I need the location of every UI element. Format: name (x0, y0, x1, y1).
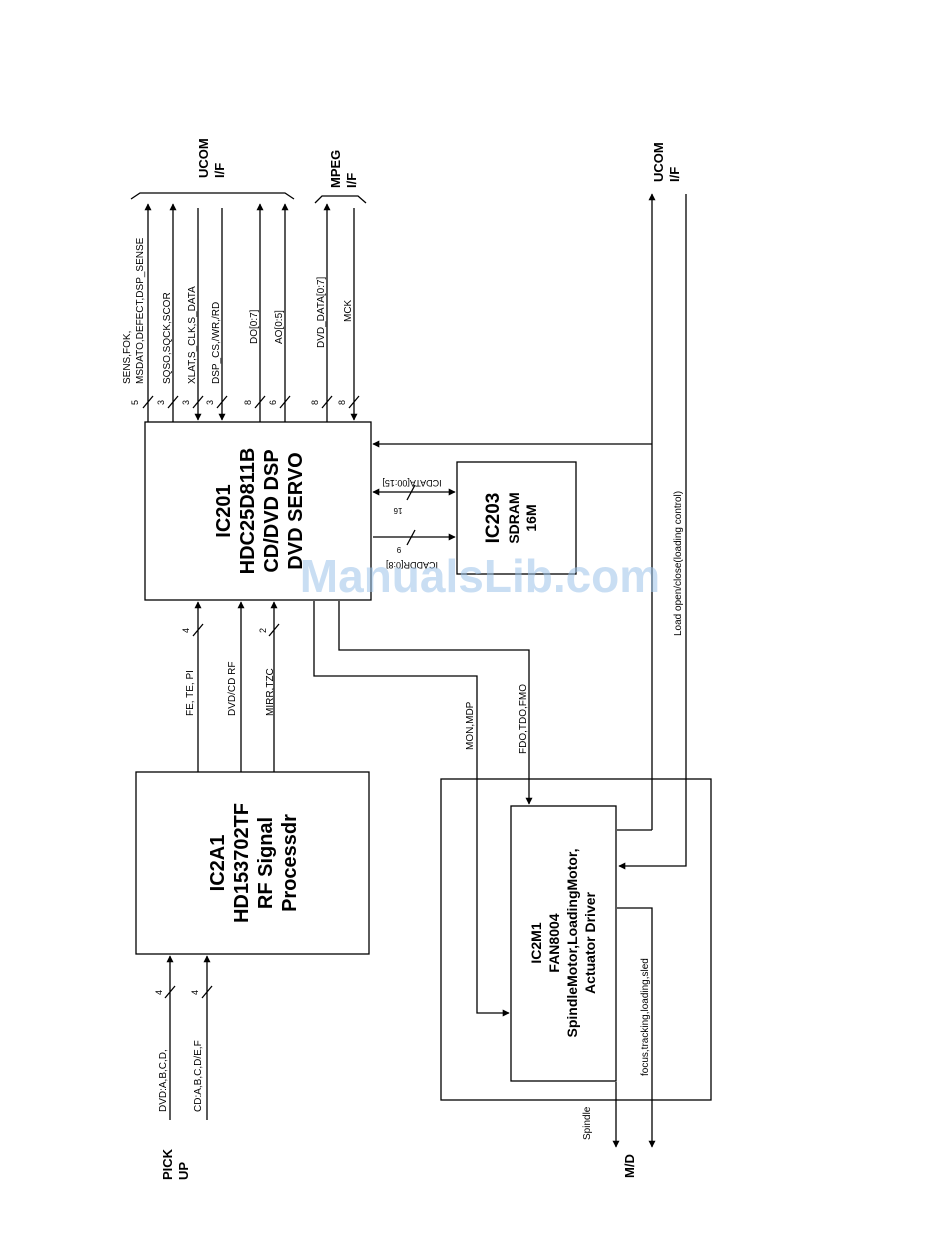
svg-text:RF Signal: RF Signal (255, 817, 277, 909)
mirr-tzc-label: MIRR,TZC (265, 668, 276, 716)
slash (406, 529, 416, 546)
sqso-label: SQSO,SQCK,SCOR (162, 292, 173, 384)
md-label: M/D (622, 1154, 637, 1178)
svg-text:IC201: IC201 (213, 484, 235, 537)
svg-text:16M: 16M (523, 504, 539, 531)
ic2a1-label: IC2A1 HD153702TF RF Signal Processdr (207, 803, 301, 923)
do-label: DO[0:7] (249, 309, 260, 344)
svg-text:Actuator Driver: Actuator Driver (582, 891, 598, 993)
dvd-abcd-label: DVD:A,B,C,D, (158, 1049, 169, 1112)
ucom-top-label: UCOM I/F (196, 138, 227, 178)
icdata-width: 16 (393, 506, 402, 515)
slash (321, 395, 333, 409)
icdata-label: ICDATA[00:15] (382, 478, 441, 488)
svg-text:HD153702TF: HD153702TF (231, 803, 253, 923)
load-label: Load open/close(loading control) (673, 491, 684, 636)
ic201-label: IC201 HDC25D811B CD/DVD DSP DVD SERVO (213, 448, 307, 575)
svg-text:I/F: I/F (344, 173, 359, 188)
slash (268, 623, 280, 637)
slash (254, 395, 266, 409)
dvd-abcd-width: 4 (154, 990, 164, 995)
do-width: 8 (243, 400, 253, 405)
svg-text:DVD SERVO: DVD SERVO (285, 452, 307, 569)
mpeg-brace (314, 195, 367, 204)
dspcs-label: DSP_CS,/WR,/RD (211, 302, 222, 384)
svg-text:PICK: PICK (160, 1148, 175, 1180)
mpeg-label: MPEG I/F (328, 150, 359, 188)
ic203-block (456, 461, 577, 575)
xlat-width: 3 (181, 400, 191, 405)
ic201-block (144, 421, 372, 601)
mon-mdp-label: MON,MDP (465, 701, 476, 750)
sens-label: SENS,FOK, MSDATO,DEFECT,DSP_SENSE (122, 237, 146, 384)
ao-width: 6 (268, 400, 278, 405)
svg-text:SpindleMotor,LoadingMotor,: SpindleMotor,LoadingMotor, (564, 849, 580, 1038)
cd-abcdef-width: 4 (190, 990, 200, 995)
svg-text:UP: UP (176, 1162, 191, 1180)
svg-text:I/F: I/F (212, 163, 227, 178)
ic2m1-block (510, 805, 617, 1082)
svg-text:HDC25D811B: HDC25D811B (237, 448, 259, 575)
pickup-label: PICK UP (160, 1148, 191, 1180)
slash (201, 985, 213, 999)
slash (279, 395, 291, 409)
slash (192, 623, 204, 637)
svg-text:MSDATO,DEFECT,DSP_SENSE: MSDATO,DEFECT,DSP_SENSE (135, 237, 146, 384)
mirr-tzc-width: 2 (258, 628, 268, 633)
dvd-cd-rf-label: DVD/CD RF (227, 662, 238, 716)
motor-driver-frame (440, 778, 712, 1101)
svg-text:UCOM: UCOM (651, 142, 666, 182)
svg-text:UCOM: UCOM (196, 138, 211, 178)
slash (348, 395, 360, 409)
focus-label: focus,tracking,loading,sled (640, 958, 651, 1076)
mck-label: MCK (343, 299, 354, 322)
mck-width: 8 (337, 400, 347, 405)
ic2m1-label: IC2M1 FAN8004 SpindleMotor,LoadingMotor,… (528, 849, 598, 1038)
fdo-line (338, 601, 533, 805)
dvd-data-width: 8 (310, 400, 320, 405)
watermark: ManualsLib.com (300, 550, 660, 602)
fe-te-pi-label: FE, TE, PI (185, 670, 196, 716)
slash (406, 484, 416, 501)
slash (192, 395, 204, 409)
svg-text:Processdr: Processdr (279, 814, 301, 912)
ao-label: AO[0:5] (274, 310, 285, 344)
load-control-line (618, 194, 687, 870)
svg-text:SENS,FOK,: SENS,FOK, (122, 331, 133, 384)
sqso-width: 3 (156, 400, 166, 405)
spindle-label: Spindle (582, 1106, 593, 1140)
focus-line (617, 907, 656, 1148)
ucom-top-brace (130, 192, 295, 200)
slash (216, 395, 228, 409)
ic2a1-block (135, 771, 370, 955)
dvd-data-label: DVD_DATA[0:7] (316, 276, 327, 348)
slash (167, 395, 179, 409)
svg-text:MPEG: MPEG (328, 150, 343, 188)
svg-text:I/F: I/F (667, 167, 682, 182)
ic203-label: IC203 SDRAM 16M (483, 492, 539, 543)
fe-te-pi-width: 4 (181, 628, 191, 633)
slash (164, 985, 176, 999)
svg-text:SDRAM: SDRAM (506, 492, 522, 543)
svg-text:IC203: IC203 (483, 493, 504, 544)
svg-text:FAN8004: FAN8004 (546, 913, 562, 972)
slash (142, 395, 154, 409)
dspcs-width: 3 (205, 400, 215, 405)
fdo-label: FDO,TDO,FMO (518, 684, 529, 754)
mon-mdp-line (313, 601, 510, 1017)
icaddr-label: ICADDR[0:8] (386, 560, 438, 570)
svg-text:IC2A1: IC2A1 (207, 835, 229, 892)
ucom-right-label: UCOM I/F (651, 142, 682, 182)
svg-text:CD/DVD DSP: CD/DVD DSP (261, 449, 283, 572)
cd-abcdef-label: CD:A,B,C,D/E,F (193, 1040, 204, 1112)
xlat-label: XLAT,S_CLK,S_DATA (187, 286, 198, 384)
svg-text:IC2M1: IC2M1 (528, 922, 544, 963)
icaddr-width: 9 (396, 545, 401, 554)
sens-width: 5 (130, 400, 140, 405)
